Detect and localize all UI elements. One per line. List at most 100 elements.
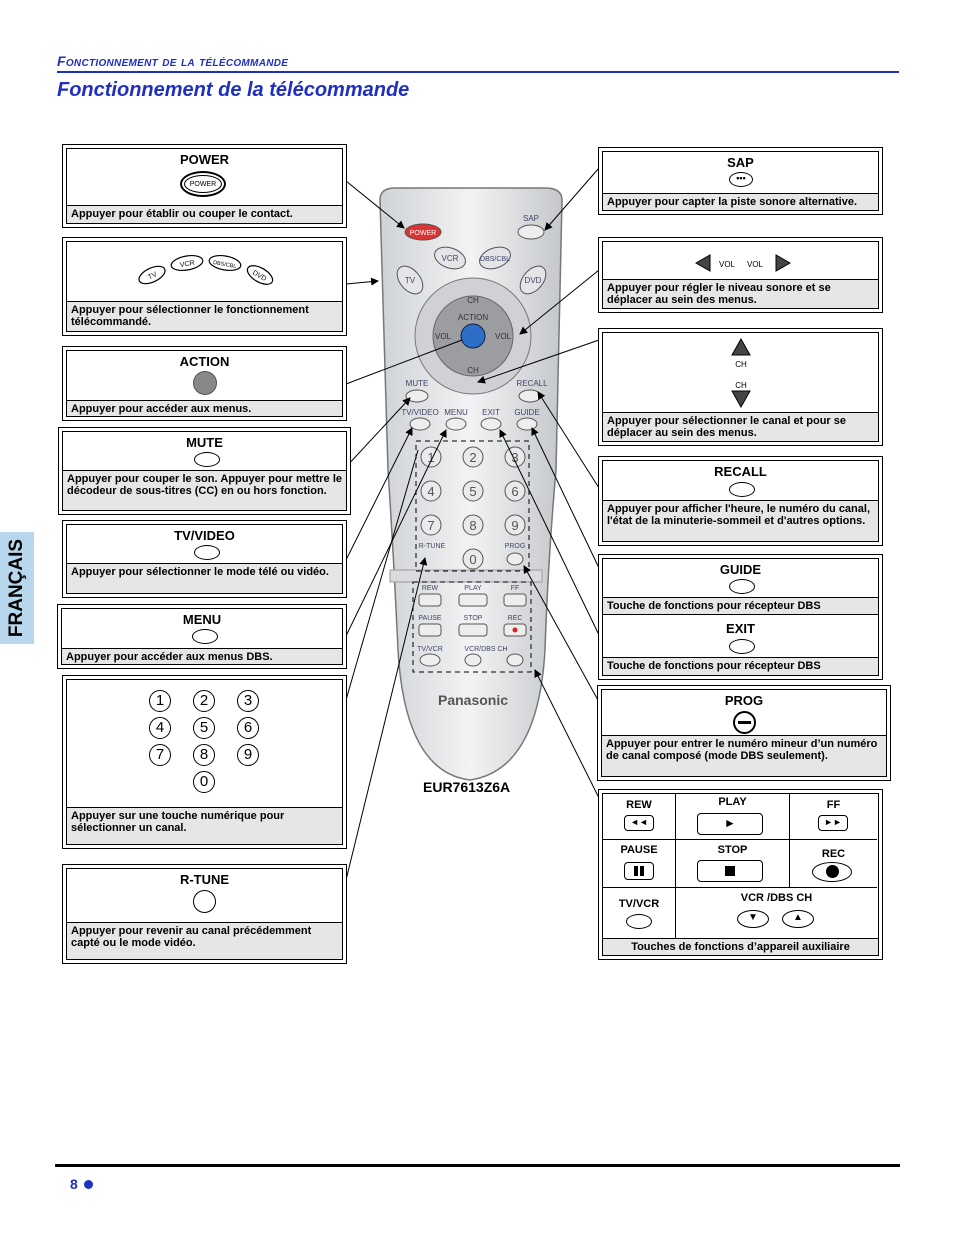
recall-desc: Appuyer pour afficher l'heure, le numéro… (603, 500, 878, 541)
remote-dvd-label: DVD (525, 276, 542, 285)
remote-sap-label: SAP (523, 214, 539, 223)
mode-dbs-label: DBS/CBL (213, 260, 237, 270)
remote-tv-label: TV (405, 276, 416, 285)
digit-icon: 0 (193, 771, 215, 793)
remote-digit-button (504, 480, 526, 502)
vol-left-label: VOL (719, 260, 736, 269)
remote-menu-label: MENU (444, 408, 468, 417)
sap-title: SAP (727, 155, 754, 170)
ch-down-label: CH (735, 381, 747, 390)
ch-arrows-icon: CH CH (731, 337, 751, 409)
remote-vol-right-label: VOL (495, 332, 512, 341)
remote-digit-label: 4 (427, 484, 434, 499)
aux-tvvcr-label: TV/VCR (618, 898, 660, 910)
aux-play-label: PLAY (718, 796, 747, 808)
remote-ff-label: FF (511, 585, 520, 592)
remote-digit-button (504, 446, 526, 468)
remote-digit-label: 7 (427, 518, 434, 533)
remote-digit-label: 5 (469, 484, 476, 499)
aux-pause-cell: PAUSE (603, 840, 676, 888)
mute-desc: Appuyer pour couper le son. Appuyer pour… (63, 470, 346, 510)
mute-button-icon (194, 452, 220, 467)
mode-buttons-icon: TV VCR DBS/CBL DVD (138, 254, 274, 285)
remote-digit-label: 1 (427, 450, 434, 465)
remote-rtune-label: R-TUNE (419, 543, 446, 550)
header-rule (57, 71, 899, 73)
power-desc: Appuyer pour établir ou couper le contac… (67, 205, 342, 223)
menu-button-icon (192, 629, 218, 644)
aux-play-cell: PLAY ► (676, 794, 790, 840)
aux-ff-cell: FF ►► (790, 794, 877, 840)
mode-box: TV VCR DBS/CBL DVD Appuyer pour sélectio… (62, 237, 347, 336)
remote-rec-label: REC (508, 615, 523, 622)
aux-vcrdbs-cell: VCR /DBS CH ▼ ▲ (676, 888, 877, 938)
tvvcr-button-icon (626, 914, 652, 929)
remote-guide-label: GUIDE (514, 408, 539, 417)
prog-title: PROG (724, 693, 764, 708)
remote-stop-label: STOP (464, 615, 483, 622)
aux-rew-cell: REW ◄◄ (603, 794, 676, 840)
aux-tvvcr-cell: TV/VCR (603, 888, 676, 938)
page-title: Fonctionnement de la télécommande (57, 79, 410, 101)
exit-desc: Touche de fonctions pour récepteur DBS (603, 657, 878, 675)
digit-icon: 7 (149, 744, 171, 766)
ch-box: CH CH Appuyer pour sélectionner le canal… (598, 328, 883, 446)
vol-box: VOL VOL Appuyer pour régler le niveau so… (598, 237, 883, 313)
remote-digit-button (504, 514, 526, 536)
power-box: POWER POWER Appuyer pour établir ou coup… (62, 144, 347, 228)
recall-button-icon (729, 482, 755, 497)
remote-digit-button (462, 480, 484, 502)
rtune-title: R-TUNE (179, 872, 230, 887)
remote-digit-button (420, 514, 442, 536)
vol-arrows-icon: VOL VOL (694, 254, 792, 272)
channel-down-icon: ▼ (737, 910, 769, 928)
model-number: EUR7613Z6A (423, 779, 511, 795)
channel-up-icon: ▲ (782, 910, 814, 928)
menu-desc: Appuyer pour accéder aux menus DBS. (62, 648, 342, 664)
sap-box: SAP ••• Appuyer pour capter la piste son… (598, 147, 883, 215)
remote-digit-button (462, 548, 484, 570)
remote-pause-label: PAUSE (418, 615, 442, 622)
remote-digit-button (420, 446, 442, 468)
action-button-icon (193, 371, 217, 395)
guide-button-icon (729, 579, 755, 594)
rewind-icon: ◄◄ (624, 815, 654, 831)
pause-icon (624, 862, 654, 880)
tvvideo-button-icon (194, 545, 220, 560)
digit-icon: 4 (149, 717, 171, 739)
remote-action-label: ACTION (458, 313, 488, 322)
play-icon: ► (697, 813, 763, 835)
record-icon (812, 862, 852, 882)
remote-digit-label: 0 (469, 552, 476, 567)
rtune-desc: Appuyer pour revenir au canal précédemme… (67, 922, 342, 959)
mode-tv-label: TV (147, 271, 158, 281)
aux-stop-label: STOP (717, 844, 748, 856)
tvvideo-title: TV/VIDEO (174, 528, 235, 543)
remote-tvvcr-label: TV/VCR (417, 646, 443, 653)
remote-tvvideo-label: TV/VIDEO (401, 408, 438, 417)
recall-title: RECALL (714, 464, 767, 479)
page-number: 8 (70, 1176, 78, 1192)
exit-title: EXIT (726, 621, 755, 636)
aux-rec-cell: REC (790, 840, 877, 888)
remote-rew-label: REW (422, 585, 439, 592)
language-tab: FRANÇAIS (0, 532, 34, 644)
stop-icon (697, 860, 763, 882)
remote-ch-up-label: CH (467, 296, 479, 305)
exit-button-icon (729, 639, 755, 654)
vol-desc: Appuyer pour régler le niveau sonore et … (603, 279, 878, 308)
guide-title: GUIDE (719, 562, 762, 577)
mute-title: MUTE (186, 435, 223, 450)
rtune-box: R-TUNE Appuyer pour revenir au canal pré… (62, 864, 347, 964)
digit-icon: 2 (193, 690, 215, 712)
prog-desc: Appuyer pour entrer le numéro mineur d’u… (602, 735, 886, 776)
aux-pause-label: PAUSE (620, 844, 658, 856)
ch-desc: Appuyer pour sélectionner le canal et po… (603, 412, 878, 441)
recall-box: RECALL Appuyer pour afficher l'heure, le… (598, 456, 883, 546)
tvvideo-box: TV/VIDEO Appuyer pour sélectionner le mo… (62, 520, 347, 598)
mode-desc: Appuyer pour sélectionner le fonctionnem… (67, 301, 342, 331)
action-desc: Appuyer pour accéder aux menus. (67, 400, 342, 416)
remote-vol-left-label: VOL (435, 332, 452, 341)
remote-dbs-label: DBS/CBL (480, 256, 510, 263)
